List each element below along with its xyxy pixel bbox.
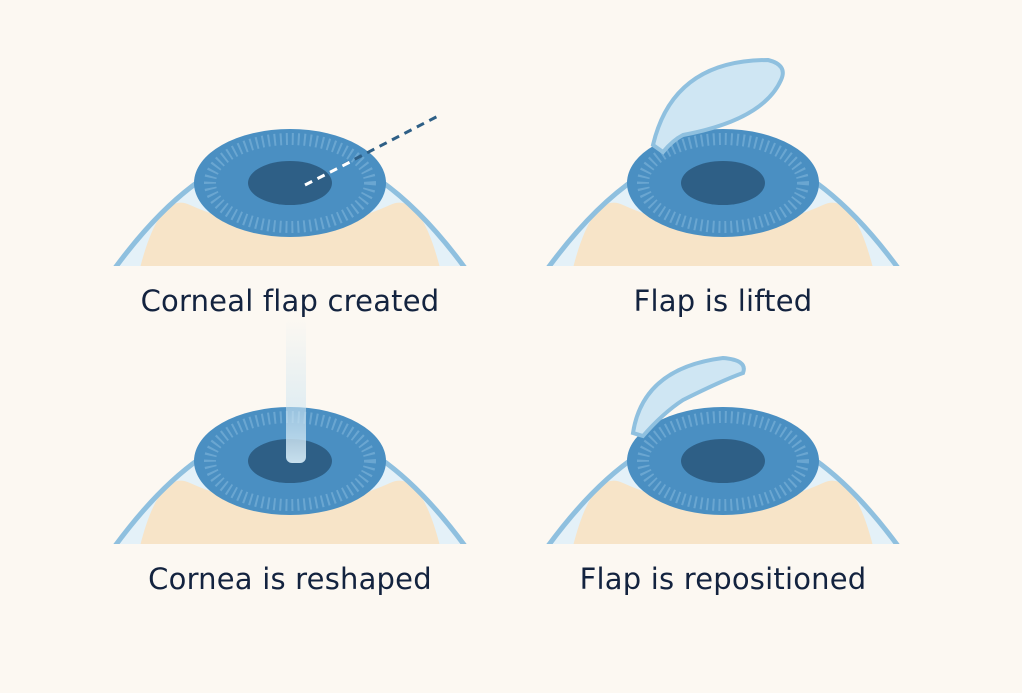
eye-illustration xyxy=(523,57,923,280)
laser-beam xyxy=(286,318,306,463)
eye-illustration xyxy=(90,318,490,558)
eye-illustration xyxy=(90,113,490,280)
step-corneal-flap-created: Corneal flap created xyxy=(90,40,490,330)
step-flap-is-repositioned: Flap is repositioned xyxy=(523,318,923,608)
corneal-flap xyxy=(650,57,785,155)
step-cornea-is-reshaped: Cornea is reshaped xyxy=(90,318,490,608)
step-caption: Flap is repositioned xyxy=(579,562,867,596)
corneal-flap xyxy=(630,355,746,439)
step-flap-is-lifted: Flap is lifted xyxy=(523,40,923,330)
step-caption: Corneal flap created xyxy=(140,284,440,318)
step-caption: Flap is lifted xyxy=(633,284,813,318)
eye-illustration xyxy=(523,355,923,558)
step-caption: Cornea is reshaped xyxy=(148,562,432,596)
incision-line xyxy=(304,113,441,187)
